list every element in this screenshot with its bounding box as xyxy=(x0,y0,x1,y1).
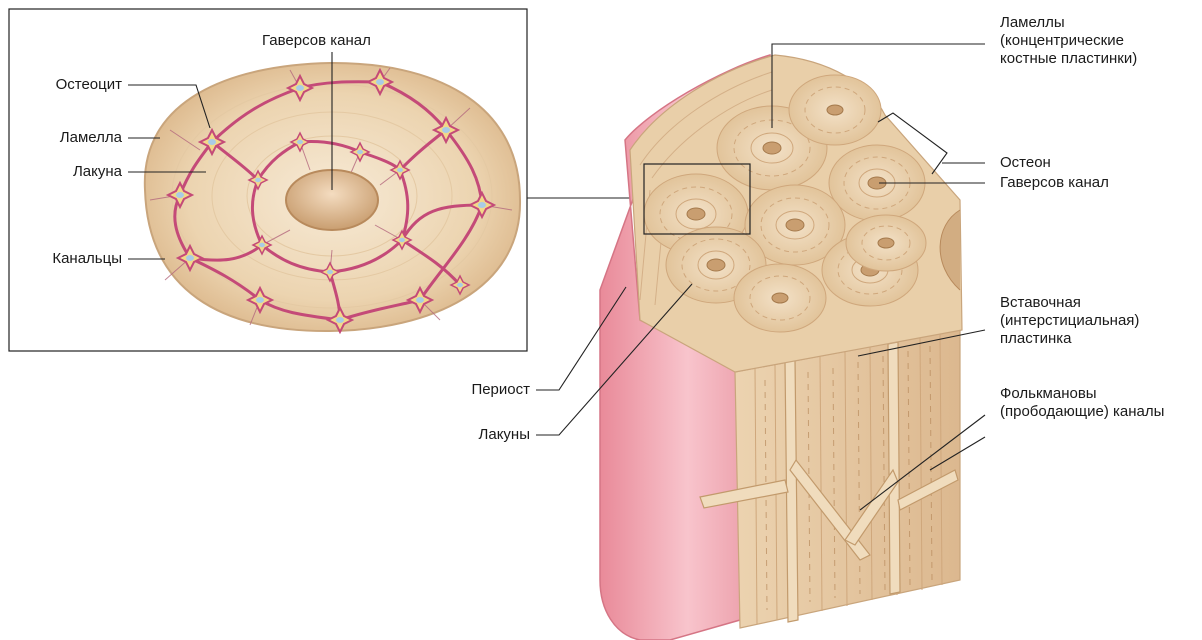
label-osteocyte: Остеоцит xyxy=(30,76,122,94)
compact-bone-block xyxy=(600,55,962,640)
label-canaliculi: Канальцы xyxy=(20,250,122,268)
label-lacunae: Лакуны xyxy=(420,426,530,444)
label-lacuna: Лакуна xyxy=(30,163,122,181)
label-volkmann-canals: Фолькмановы (прободающие) каналы xyxy=(1000,385,1164,421)
label-interstitial-lamella: Вставочная (интерстициальная) пластинка xyxy=(1000,294,1139,348)
label-lamellae: Ламеллы (концентрические костные пластин… xyxy=(1000,14,1137,68)
label-haversian-canal-inset: Гаверсов канал xyxy=(262,32,371,50)
label-osteon: Остеон xyxy=(1000,154,1051,172)
label-haversian-canal: Гаверсов канал xyxy=(1000,174,1109,192)
label-lamella: Ламелла xyxy=(30,129,122,147)
label-periosteum: Периост xyxy=(420,381,530,399)
